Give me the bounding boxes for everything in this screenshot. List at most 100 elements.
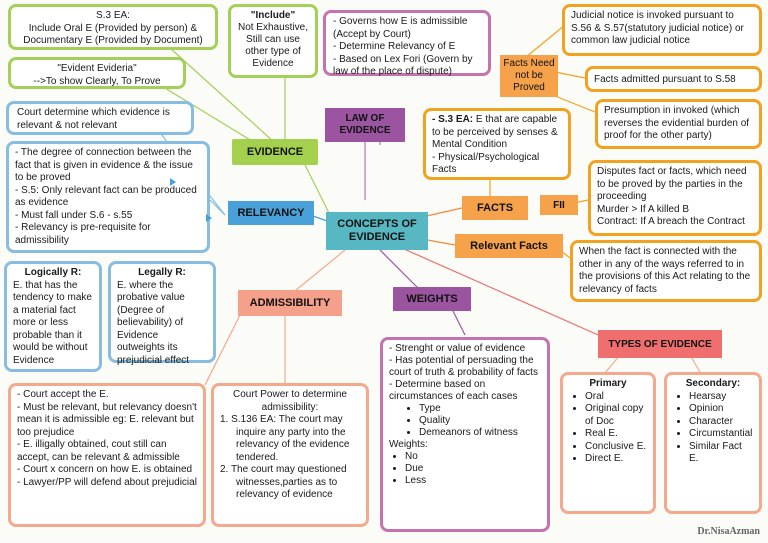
- list-item: 1. S.136 EA: The court may inquire any p…: [220, 414, 350, 463]
- connector: [604, 354, 621, 374]
- list-item: Demeanors of witness: [419, 427, 541, 439]
- box-line: S.3 EA:: [96, 10, 130, 21]
- list-item: Similar Fact E.: [689, 441, 753, 466]
- evident-evideria-box: "Evident Evideria" -->To show Clearly, T…: [8, 57, 186, 89]
- list-item: 2. The court may questioned witnesses,pa…: [220, 464, 347, 500]
- list-item: Real E.: [585, 428, 647, 441]
- list-item: Circumstantial: [689, 428, 753, 441]
- list-item: Type: [419, 403, 541, 415]
- law-box: - Governs how E is admissible (Accept by…: [323, 10, 491, 78]
- weights-box: - Strenght or value of evidence - Has po…: [380, 337, 550, 532]
- box-line: Documentary E (Provided by Document): [23, 35, 203, 46]
- box-line: - E. illigally obtained, cout still can …: [17, 439, 180, 463]
- list-item: Quality: [419, 415, 541, 427]
- logically-relevant-box: Logically R: E. that has the tendency to…: [4, 261, 102, 372]
- facts-box-text: E that are capable to be perceived by se…: [432, 114, 558, 150]
- facts-box-bold: - S.3 EA:: [432, 114, 474, 125]
- legally-title: Legally R:: [138, 267, 186, 278]
- facts-node[interactable]: FACTS: [462, 196, 528, 220]
- box-line: Contract: If A breach the Contract: [597, 216, 745, 227]
- box-line: - Determine based on circumstances of ea…: [389, 379, 518, 402]
- primary-box: Primary Oral Original copy of Doc Real E…: [560, 372, 656, 514]
- list-item: Oral: [585, 391, 647, 404]
- box-line: - Governs how E is admissible (Accept by…: [333, 16, 468, 40]
- weights-node[interactable]: WEIGHTS: [393, 287, 471, 311]
- box-line: - Physical/Psychological Facts: [432, 151, 540, 176]
- box-line: Still can use: [246, 34, 300, 45]
- list-item: Opinion: [689, 403, 753, 416]
- facts-need-not-be-proved-node[interactable]: Facts Need not be Proved: [500, 55, 558, 97]
- fii-box: Disputes fact or facts, which need to be…: [588, 160, 762, 236]
- arrow-icon: [170, 178, 176, 186]
- box-line: - Has potential of persuading the court …: [389, 355, 538, 378]
- connector: [289, 249, 346, 296]
- s3-ea-box: S.3 EA: Include Oral E (Provided by pers…: [8, 4, 218, 50]
- secondary-title: Secondary:: [685, 378, 741, 389]
- author-signature: Dr.NisaAzman: [697, 526, 760, 537]
- relevancy-box: - The degree of connection between the f…: [6, 141, 210, 253]
- box-line: - S.3 EA: E that are capable to be perce…: [432, 114, 562, 152]
- box-line: - Based on Lex Fori (Govern by law of th…: [333, 53, 473, 78]
- legally-text: E. where the probative value (Degree of …: [117, 279, 190, 366]
- box-line: - Relevancy is pre-requisite for admissi…: [15, 222, 151, 246]
- connector: [304, 164, 331, 216]
- box-line: - Determine Relevancy of E: [333, 41, 456, 52]
- concepts-of-evidence-node[interactable]: CONCEPTS OF EVIDENCE: [326, 212, 428, 250]
- facts-box: - S.3 EA: E that are capable to be perce…: [423, 108, 571, 180]
- types-of-evidence-node[interactable]: TYPES OF EVIDENCE: [598, 330, 722, 358]
- connector: [169, 47, 286, 153]
- box-line: Murder > If A killed B: [597, 203, 689, 215]
- box-line: Evidence: [252, 58, 294, 69]
- relevant-facts-box: When the fact is connected with the othe…: [570, 240, 762, 302]
- secondary-box: Secondary: Hearsay Opinion Character Cir…: [664, 372, 762, 514]
- box-line: - Strenght or value of evidence: [389, 343, 526, 354]
- logically-title: Logically R:: [24, 267, 82, 278]
- primary-title: Primary: [589, 378, 627, 389]
- box-line: - The degree of connection between the f…: [15, 147, 193, 183]
- connector: [554, 71, 586, 79]
- facts-admitted-box: Facts admitted pursuant to S.58: [585, 66, 762, 92]
- box-line: Disputes fact or facts, which need to be…: [597, 166, 747, 202]
- list-item: No: [405, 451, 541, 463]
- court-power-title: Court Power to determine admissibility:: [233, 389, 347, 413]
- connector: [204, 314, 241, 386]
- box-line: - Lawyer/PP will defend about prejudicia…: [17, 476, 197, 488]
- box-line: Include Oral E (Provided by person) &: [28, 22, 198, 34]
- box-line: Not Exhaustive,: [237, 22, 309, 33]
- admissibility-node[interactable]: ADMISSIBILITY: [238, 290, 342, 316]
- list-item: Less: [405, 475, 541, 487]
- connector: [394, 244, 606, 339]
- admissibility-right-box: Court Power to determine admissibility: …: [211, 383, 369, 527]
- box-line: - Court accept the E.: [17, 389, 109, 400]
- admissibility-left-box: - Court accept the E. - Must be relevant…: [8, 383, 206, 527]
- presumption-box: Presumption in invoked (which reverses t…: [595, 99, 762, 149]
- box-line: - Must be relevant, but relevancy doesn'…: [17, 401, 197, 438]
- list-item: Direct E.: [585, 453, 647, 466]
- logically-text: E. that has the tendency to make a mater…: [13, 279, 92, 366]
- list-item: Due: [405, 463, 541, 475]
- box-line: - S.5: Only relevant fact can be produce…: [15, 184, 197, 209]
- box-line: "Evident Evideria": [57, 63, 137, 74]
- list-item: Original copy of Doc: [585, 403, 647, 428]
- connector: [209, 199, 226, 216]
- connector: [379, 249, 421, 291]
- box-line: other type of: [245, 46, 301, 57]
- box-line: -->To show Clearly, To Prove: [33, 75, 161, 87]
- evidence-node[interactable]: EVIDENCE: [232, 139, 318, 165]
- judicial-notice-box: Judicial notice is invoked pursuant to S…: [562, 4, 762, 56]
- box-line: - Must fall under S.6 - s.55: [15, 209, 133, 221]
- include-box: "Include" Not Exhaustive, Still can use …: [228, 4, 318, 78]
- list-item: Conclusive E.: [585, 441, 647, 454]
- fii-node[interactable]: FII: [540, 195, 578, 215]
- relevancy-node[interactable]: RELEVANCY: [228, 201, 314, 225]
- law-of-evidence-node[interactable]: LAW OF EVIDENCE: [325, 108, 405, 142]
- court-determine-box: Court determine which evidence is releva…: [6, 101, 194, 135]
- box-line: - Court x concern on how E. is obtained: [17, 464, 193, 475]
- include-title: "Include": [250, 10, 296, 21]
- weights-label: Weights:: [389, 439, 428, 450]
- legally-relevant-box: Legally R: E. where the probative value …: [108, 261, 216, 366]
- list-item: Hearsay: [689, 391, 753, 404]
- list-item: Character: [689, 416, 753, 429]
- relevant-facts-node[interactable]: Relevant Facts: [455, 234, 563, 258]
